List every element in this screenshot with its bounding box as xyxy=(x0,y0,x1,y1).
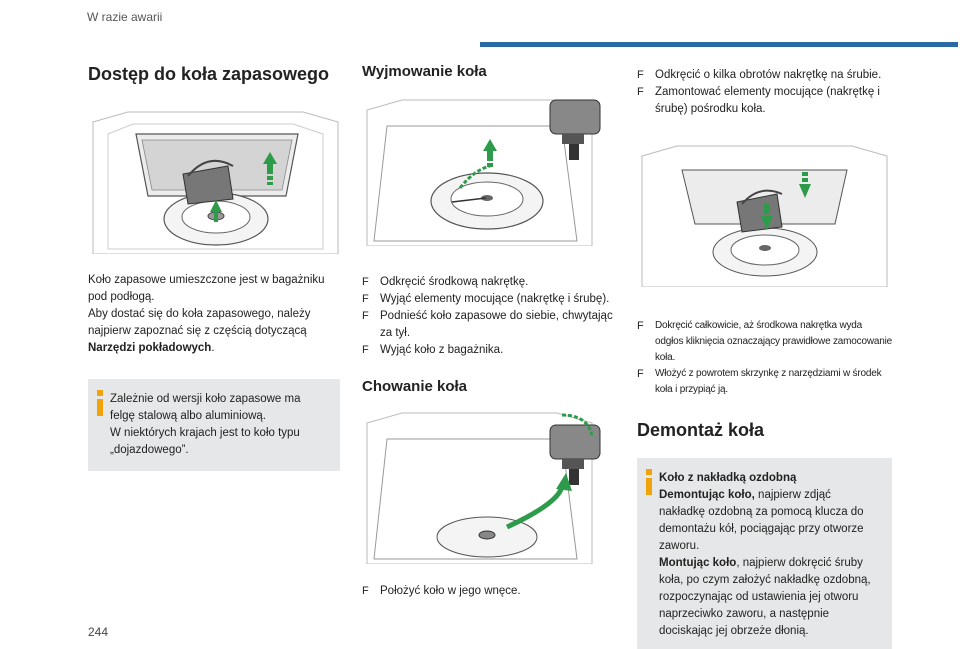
illustration-wheel-refit xyxy=(637,142,892,287)
info-box-hubcap: Koło z nakładką ozdobną Demontując koło,… xyxy=(637,458,892,649)
hubcap-mounting-text: Montując koło, najpierw dokręcić śruby k… xyxy=(659,555,880,640)
hubcap-heading: Koło z nakładką ozdobną xyxy=(659,470,880,487)
section-title-stowing: Chowanie koła xyxy=(362,378,468,395)
info-compact-spare-text: W niektórych krajach jest to koło typu „… xyxy=(110,427,300,456)
step-text: Dokręcić całkowicie, aż środkowa nakrętk… xyxy=(655,320,892,363)
step-text: Wyjąć elementy mocujące (nakrętkę i śrub… xyxy=(380,293,610,305)
section-title-removal: Wyjmowanie koła xyxy=(362,63,487,80)
list-item: F Włożyć z powrotem skrzynkę z narzędziam… xyxy=(637,366,892,398)
illustration-trunk-open-floor xyxy=(88,104,340,254)
list-item: F Dokręcić całkowicie, aż środkowa nakręt… xyxy=(637,318,892,366)
step-text: Wyjąć koło z bagażnika. xyxy=(380,344,504,356)
mounting-text: , najpierw dokręcić śruby koła, po czym … xyxy=(659,557,871,637)
column-access-spare-wheel: Dostęp do koła zapasowego Koło zapasowe … xyxy=(88,62,340,471)
hubcap-removal-text: Demontując koło, najpierw zdjąć nakładkę… xyxy=(659,487,880,555)
page-number: 244 xyxy=(88,625,109,639)
step-text: Odkręcić o kilka obrotów nakrętkę na śru… xyxy=(655,69,882,81)
info-wheel-rim-text: Zależnie od wersji koło zapasowe ma felg… xyxy=(110,393,301,422)
trunk-floor-illustration xyxy=(92,111,339,254)
removal-label: Demontując koło, xyxy=(659,489,755,501)
section-title-hubcap-removal: Demontaż koła xyxy=(637,420,765,440)
bullet-icon: F xyxy=(362,310,369,322)
info-box-wheel-versions: Zależnie od wersji koło zapasowe ma felg… xyxy=(88,379,340,471)
step-text: Podnieść koło zapasowe do siebie, chwyta… xyxy=(380,310,613,339)
list-item: F Zamontować elementy mocujące (nakrętkę … xyxy=(637,84,892,118)
bullet-icon: F xyxy=(637,69,644,81)
section-title-access: Dostęp do koła zapasowego xyxy=(88,64,330,84)
refit-final-steps-list: F Dokręcić całkowicie, aż środkowa nakręt… xyxy=(637,318,892,398)
hubcap-heading-text: Koło z nakładką ozdobną xyxy=(659,472,797,484)
step-text: Zamontować elementy mocujące (nakrętkę i… xyxy=(655,86,880,115)
list-item: F Wyjąć elementy mocujące (nakrętkę i śru… xyxy=(362,291,617,308)
accent-bar xyxy=(480,42,958,47)
step-text: Położyć koło w jego wnęce. xyxy=(380,585,521,597)
removal-steps-list: F Odkręcić środkową nakrętkę. F Wyjąć elem… xyxy=(362,274,617,359)
access-instructions-text: Aby dostać się do koła zapasowego, należ… xyxy=(88,306,340,357)
list-item: F Położyć koło w jego wnęce. xyxy=(362,583,617,600)
info-icon xyxy=(646,469,652,495)
info-icon xyxy=(97,390,103,416)
stowing-steps-list: F Położyć koło w jego wnęce. xyxy=(362,583,617,600)
bullet-icon: F xyxy=(362,344,369,356)
illustration-wheel-stowing xyxy=(362,409,617,564)
list-item: F Wyjąć koło z bagażnika. xyxy=(362,342,617,359)
bullet-icon: F xyxy=(637,86,644,98)
access-instructions-main: Aby dostać się do koła zapasowego, należ… xyxy=(88,308,311,337)
access-instructions-end: . xyxy=(211,342,215,354)
bullet-icon: F xyxy=(362,585,369,597)
step-text: Włożyć z powrotem skrzynkę z narzędziami… xyxy=(655,368,882,395)
bullet-icon: F xyxy=(362,293,369,305)
list-item: F Odkręcić o kilka obrotów nakrętkę na śr… xyxy=(637,67,892,84)
list-item: F Podnieść koło zapasowe do siebie, chwyt… xyxy=(362,308,617,342)
step-text: Odkręcić środkową nakrętkę. xyxy=(380,276,529,288)
chapter-header: W razie awarii xyxy=(87,10,163,24)
illustration-wheel-removal xyxy=(362,96,617,246)
spare-wheel-location-text: Koło zapasowe umieszczone jest w bagażni… xyxy=(88,274,325,303)
bullet-icon: F xyxy=(362,276,369,288)
wheel-refit-illustration xyxy=(641,145,888,287)
onboard-tools-link-text: Narzędzi pokładowych xyxy=(88,342,212,354)
mounting-label: Montując koło xyxy=(659,557,737,569)
wheel-removal-illustration xyxy=(366,99,601,246)
refit-steps-list: F Odkręcić o kilka obrotów nakrętkę na śr… xyxy=(637,67,892,118)
removal-text: najpierw zdjąć nakładkę ozdobną za pomoc… xyxy=(659,489,864,552)
column-refitting-and-hubcap: F Odkręcić o kilka obrotów nakrętkę na śr… xyxy=(637,62,892,649)
column-removing-wheel: Wyjmowanie koła F Odkręcić środkową nakrę… xyxy=(362,62,617,600)
list-item: F Odkręcić środkową nakrętkę. xyxy=(362,274,617,291)
wheel-stowing-illustration xyxy=(366,412,601,564)
bullet-icon: F xyxy=(637,320,644,332)
bullet-icon: F xyxy=(637,368,644,380)
